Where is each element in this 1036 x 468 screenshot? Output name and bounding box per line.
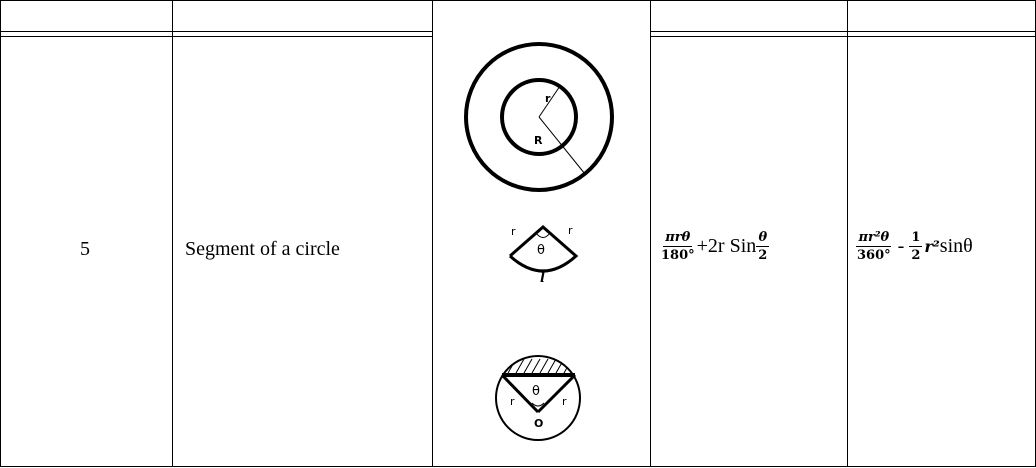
sector-arc-label: l [540,271,545,286]
column-divider-2 [432,0,433,467]
annulus-figure: r R [464,42,614,192]
perimeter-middle-text: +2r Sin [696,234,757,257]
area-tail-text: sinθ [939,234,973,257]
perimeter-fraction-2-numerator: θ [756,229,770,247]
table-border-bottom [0,466,1036,467]
outer-radius-label: R [534,134,543,147]
sector-left-r-label: r [511,225,516,238]
area-formula: πr²θ 360° - 1 2 r² sinθ [855,226,973,266]
row-number: 5 [80,238,90,260]
area-fraction-1-denominator: 360° [857,247,891,263]
area-fraction-1: πr²θ 360° [855,230,893,263]
row-divider [0,36,432,37]
sector-figure: r r θ l [508,224,579,286]
column-divider-4 [847,0,848,467]
column-divider-1 [172,0,173,467]
segment-center-label: O [534,417,543,430]
sector-angle-label: θ [537,243,545,258]
segment-angle-label: θ [532,384,540,399]
area-fraction-2: 1 2 [909,229,923,263]
header-row-divider-right [650,31,1036,32]
perimeter-fraction-1: πrθ 180° [659,230,697,263]
area-minus-text: - [892,234,910,257]
shape-name: Segment of a circle [185,238,340,260]
perimeter-formula: πrθ 180° +2r Sin θ 2 [659,226,770,266]
table-border-top [0,0,1036,1]
perimeter-fraction-2: θ 2 [756,229,770,263]
row-divider-right [650,36,1036,37]
perimeter-fraction-2-denominator: 2 [758,247,768,263]
header-row-divider [0,31,432,32]
area-fraction-2-denominator: 2 [911,247,921,263]
segment-left-r-label: r [510,395,515,408]
sector-right-r-label: r [568,224,573,237]
area-r-squared: r² [924,236,940,256]
column-divider-3 [650,0,651,467]
area-fraction-2-numerator: 1 [909,229,923,247]
segment-figure: θ r r O [495,355,581,441]
segment-right-r-label: r [562,395,567,408]
inner-radius-label: r [545,92,551,105]
perimeter-fraction-1-numerator: πrθ [663,229,693,247]
table-border-left [0,0,1,467]
perimeter-fraction-1-denominator: 180° [661,247,695,263]
area-fraction-1-numerator: πr²θ [856,229,892,247]
